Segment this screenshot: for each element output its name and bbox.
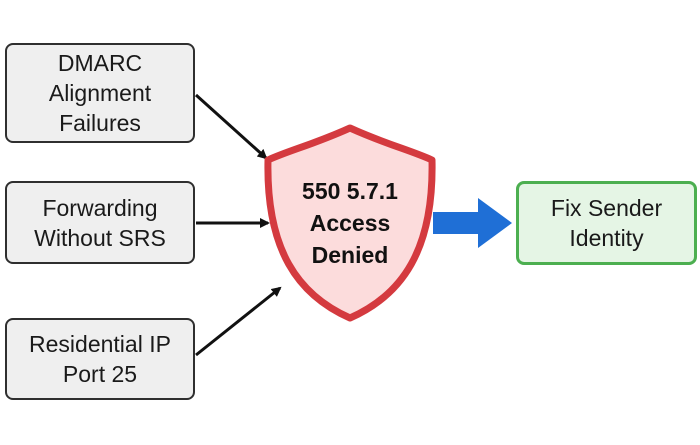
cause-label: Residential IP Port 25: [29, 331, 171, 387]
cause-label: DMARC Alignment Failures: [48, 50, 152, 136]
arrow-residential-to-error: [195, 286, 282, 357]
cause-box-forwarding: Forwarding Without SRS: [5, 181, 195, 264]
cause-label: Forwarding Without SRS: [34, 194, 166, 251]
arrow-dmarc-to-error: [194, 93, 268, 160]
blue-arrow-icon: [433, 198, 512, 248]
error-label: 550 5.7.1 Access Denied: [302, 178, 398, 268]
shield-icon: [264, 124, 436, 322]
resolution-box: Fix Sender Identity: [516, 181, 697, 265]
cause-box-residential-ip: Residential IP Port 25: [5, 318, 195, 400]
cause-box-dmarc: DMARC Alignment Failures: [5, 43, 195, 143]
resolution-label: Fix Sender Identity: [550, 195, 663, 251]
